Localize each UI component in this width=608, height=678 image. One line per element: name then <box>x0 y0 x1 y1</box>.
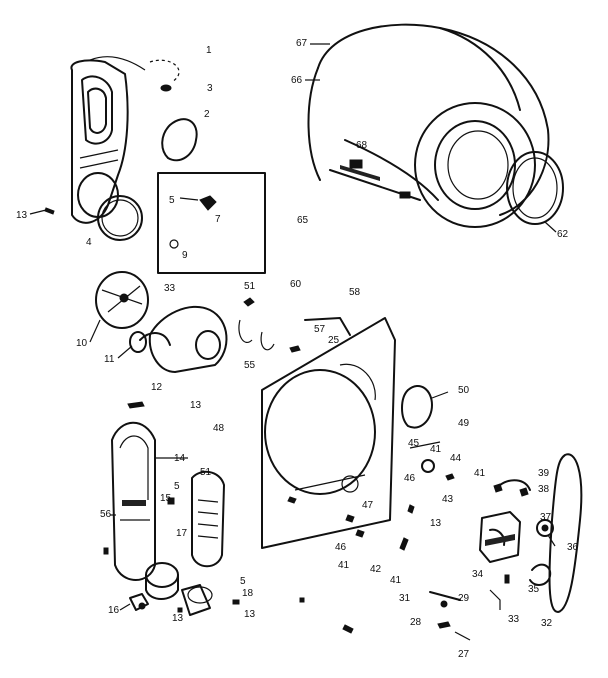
label-17: 17 <box>176 528 188 539</box>
switch-cluster-45-46 <box>409 441 455 481</box>
valve-16 <box>129 593 149 611</box>
label-27: 27 <box>458 649 470 660</box>
vent-grille-51 <box>191 470 225 568</box>
label-13-a: 13 <box>16 210 28 221</box>
label-18: 18 <box>242 588 254 599</box>
label-62: 62 <box>557 229 569 240</box>
label-57: 57 <box>314 324 326 335</box>
bearing-parts-cluster <box>238 297 351 353</box>
label-34: 34 <box>472 569 484 580</box>
rear-bulkhead-panel <box>261 317 396 549</box>
label-33-top: 33 <box>164 283 176 294</box>
label-42: 42 <box>370 564 382 575</box>
heater-duct-14 <box>111 421 156 581</box>
label-37: 37 <box>540 512 552 523</box>
burner-cone-18 <box>181 584 213 616</box>
clip-3 <box>160 84 172 92</box>
leader-line-1 <box>149 59 180 83</box>
access-cover-50 <box>401 385 433 429</box>
thermostat-parts-28-31 <box>429 589 501 641</box>
label-13-d: 13 <box>244 609 256 620</box>
label-68: 68 <box>356 140 368 151</box>
motor-34 <box>479 511 521 563</box>
label-9: 9 <box>182 250 188 261</box>
label-56: 56 <box>100 509 112 520</box>
label-1: 1 <box>206 45 212 56</box>
label-51-bottom: 51 <box>200 467 212 478</box>
label-33-bottom: 33 <box>508 614 520 625</box>
label-5-c: 5 <box>240 576 246 587</box>
idler-bracket-35 <box>529 563 552 586</box>
motor-mount-39 <box>493 479 531 497</box>
label-36: 36 <box>567 542 579 553</box>
label-46-b: 46 <box>335 542 347 553</box>
label-15: 15 <box>160 493 172 504</box>
fastener-top-13 <box>127 401 145 409</box>
hardware-inset-box <box>157 172 266 274</box>
label-45: 45 <box>408 438 420 449</box>
label-41-c: 41 <box>338 560 350 571</box>
burner-tube-17 <box>145 562 179 600</box>
label-55: 55 <box>244 360 256 371</box>
label-7: 7 <box>215 214 221 225</box>
label-58: 58 <box>349 287 361 298</box>
label-67: 67 <box>296 38 308 49</box>
label-43: 43 <box>442 494 454 505</box>
drive-belt-32 <box>548 453 583 613</box>
label-46-a: 46 <box>404 473 416 484</box>
label-38: 38 <box>538 484 550 495</box>
label-28: 28 <box>410 617 422 628</box>
label-32: 32 <box>541 618 553 629</box>
label-39: 39 <box>538 468 550 479</box>
label-10: 10 <box>76 338 88 349</box>
label-66: 66 <box>291 75 303 86</box>
screw-fastener-13 <box>44 207 55 215</box>
label-29: 29 <box>458 593 470 604</box>
label-44: 44 <box>450 453 462 464</box>
drum-assembly <box>307 23 550 228</box>
label-50: 50 <box>458 385 470 396</box>
label-48: 48 <box>213 423 225 434</box>
lint-filter-cover-2 <box>161 118 198 162</box>
label-16: 16 <box>108 605 120 616</box>
label-4: 4 <box>86 237 92 248</box>
label-12: 12 <box>151 382 163 393</box>
label-60: 60 <box>290 279 302 290</box>
label-41-d: 41 <box>390 575 402 586</box>
label-5-b: 5 <box>174 481 180 492</box>
label-47: 47 <box>362 500 374 511</box>
label-5-inset: 5 <box>169 195 175 206</box>
label-35: 35 <box>528 584 540 595</box>
label-41-a: 41 <box>430 444 442 455</box>
label-13-e: 13 <box>430 518 442 529</box>
label-3: 3 <box>207 83 213 94</box>
label-2: 2 <box>204 109 210 120</box>
door-seal-ring <box>97 195 143 241</box>
blower-housing-12 <box>129 305 228 373</box>
label-41-b: 41 <box>474 468 486 479</box>
label-51-top: 51 <box>244 281 256 292</box>
label-11: 11 <box>104 354 115 365</box>
label-49: 49 <box>458 418 470 429</box>
label-13-b: 13 <box>190 400 202 411</box>
small-fasteners <box>103 497 510 634</box>
label-25: 25 <box>328 335 340 346</box>
leader-lines <box>29 43 557 611</box>
label-13-c: 13 <box>172 613 184 624</box>
label-65: 65 <box>297 215 309 226</box>
idler-pulley-36 <box>536 519 554 537</box>
blower-wheel-10 <box>95 271 149 329</box>
front-bulkhead-assembly <box>70 56 146 224</box>
label-31: 31 <box>399 593 411 604</box>
drum-seal-ring-62 <box>506 151 564 225</box>
